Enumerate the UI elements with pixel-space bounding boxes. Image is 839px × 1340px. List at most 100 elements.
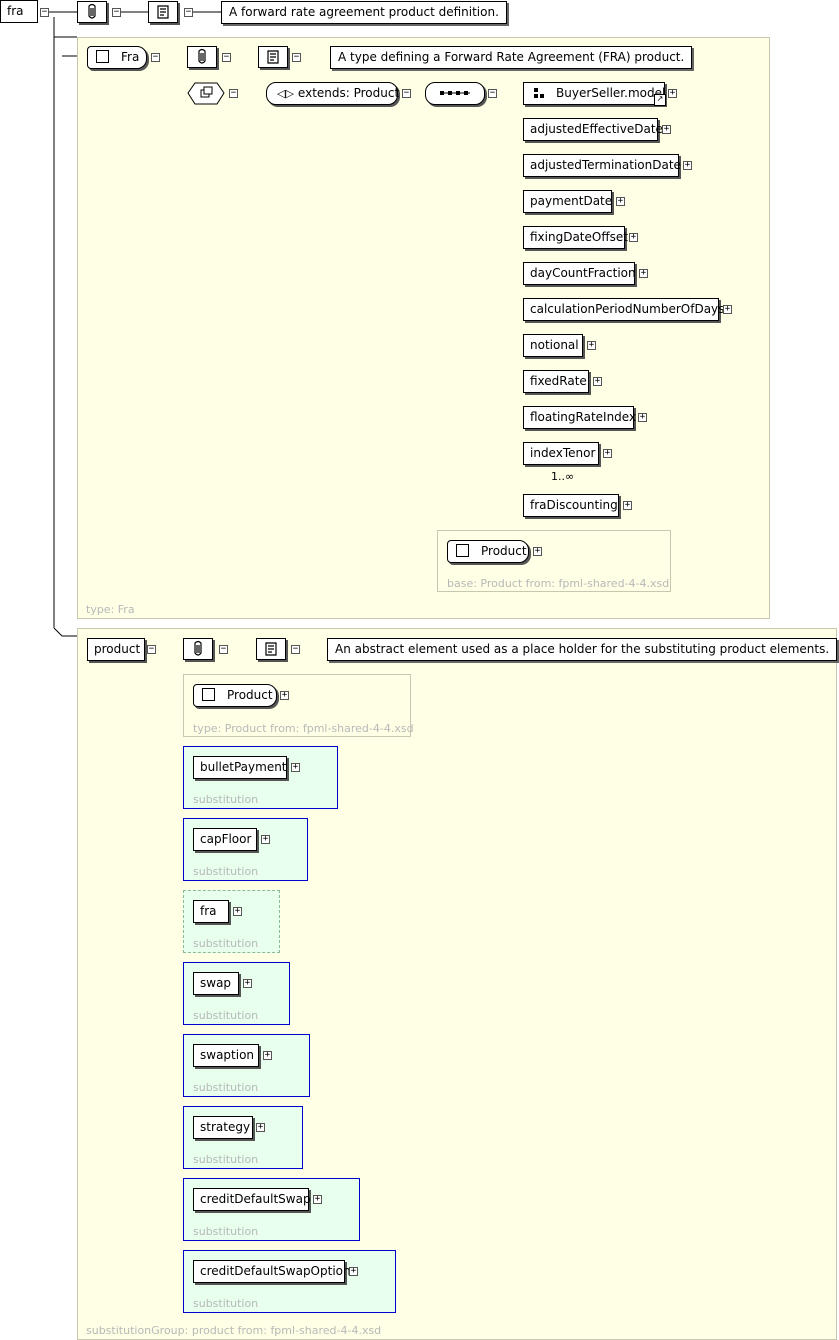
- sequence-icon: [440, 91, 470, 95]
- expand-toggle[interactable]: +: [603, 448, 612, 458]
- expand-toggle[interactable]: +: [683, 160, 692, 170]
- expand-toggle[interactable]: +: [616, 196, 625, 206]
- element-label: fra: [200, 904, 217, 918]
- expand-toggle[interactable]: +: [593, 376, 602, 386]
- collapse-toggle[interactable]: −: [222, 52, 231, 62]
- substitution-label: substitution: [193, 1153, 259, 1166]
- collapse-toggle[interactable]: −: [291, 644, 300, 654]
- documentation-icon[interactable]: [258, 46, 288, 68]
- collapse-toggle[interactable]: −: [147, 644, 156, 654]
- collapse-toggle[interactable]: −: [402, 88, 411, 98]
- complex-content-icon[interactable]: [187, 82, 225, 105]
- element-label: capFloor: [200, 832, 252, 846]
- element-label: paymentDate: [530, 194, 613, 208]
- extension-label: extends: Product: [297, 86, 400, 100]
- expand-toggle[interactable]: +: [639, 268, 648, 278]
- element-indextenor[interactable]: indexTenor: [523, 442, 599, 465]
- product-documentation: An abstract element used as a place hold…: [327, 638, 838, 661]
- substitution-label: substitution: [193, 1297, 259, 1310]
- element-label: fixedRate: [530, 374, 587, 388]
- expand-toggle[interactable]: +: [723, 304, 732, 314]
- reference-arrow-icon: ↗: [654, 94, 666, 106]
- root-element-fra[interactable]: fra: [0, 0, 38, 23]
- documentation-icon[interactable]: [148, 1, 178, 23]
- complex-type-icon: [96, 50, 109, 63]
- expand-toggle[interactable]: +: [263, 1050, 272, 1060]
- cardinality-label: 1..∞: [551, 470, 575, 483]
- element-label: floatingRateIndex: [530, 410, 637, 424]
- fra-type-documentation: A type defining a Forward Rate Agreement…: [330, 46, 693, 69]
- product-type-footer: type: Product from: fpml-shared-4-4.xsd: [193, 722, 414, 735]
- documentation-icon[interactable]: [256, 638, 286, 660]
- extension-product[interactable]: ◁▷extends: Product: [266, 82, 400, 105]
- expand-toggle[interactable]: +: [291, 762, 300, 772]
- complex-type-product-base[interactable]: Product: [447, 540, 529, 563]
- element-fixedrate[interactable]: fixedRate: [523, 370, 589, 393]
- element-fixingdateoffset[interactable]: fixingDateOffset: [523, 226, 628, 249]
- element-label: notional: [530, 338, 579, 352]
- element-label: swaption: [200, 1048, 255, 1062]
- element-floatingrateindex[interactable]: floatingRateIndex: [523, 406, 637, 429]
- product-footer: substitutionGroup: product from: fpml-sh…: [86, 1324, 382, 1337]
- group-ref-buyerseller-model[interactable]: BuyerSeller.model ↗: [523, 82, 666, 106]
- complex-type-icon: [456, 544, 469, 557]
- element-strategy[interactable]: strategy: [193, 1116, 253, 1139]
- element-creditdefaultswap[interactable]: creditDefaultSwap: [193, 1188, 311, 1211]
- substitution-label: substitution: [193, 937, 259, 950]
- element-bulletpayment[interactable]: bulletPayment: [193, 756, 287, 779]
- complex-type-icon: [202, 688, 215, 701]
- element-capfloor[interactable]: capFloor: [193, 828, 257, 851]
- annotation-icon[interactable]: [187, 46, 217, 68]
- element-paymentdate[interactable]: paymentDate: [523, 190, 612, 213]
- element-fradiscounting[interactable]: fraDiscounting: [523, 494, 619, 517]
- element-creditdefaultswapoption[interactable]: creditDefaultSwapOption: [193, 1260, 351, 1283]
- expand-toggle[interactable]: +: [280, 690, 289, 700]
- element-swap[interactable]: swap: [193, 972, 239, 995]
- expand-toggle[interactable]: +: [233, 906, 242, 916]
- expand-toggle[interactable]: +: [638, 412, 647, 422]
- element-label: BuyerSeller.model: [556, 86, 666, 100]
- element-product[interactable]: product: [87, 638, 145, 661]
- fra-type-documentation-text: A type defining a Forward Rate Agreement…: [338, 50, 685, 64]
- expand-toggle[interactable]: +: [587, 340, 596, 350]
- collapse-toggle[interactable]: −: [112, 7, 121, 17]
- element-notional[interactable]: notional: [523, 334, 583, 357]
- root-documentation-text: A forward rate agreement product definit…: [229, 5, 499, 19]
- collapse-toggle[interactable]: −: [151, 52, 160, 62]
- collapse-toggle[interactable]: −: [488, 88, 497, 98]
- element-daycountfraction[interactable]: dayCountFraction: [523, 262, 636, 285]
- collapse-toggle[interactable]: −: [40, 7, 49, 17]
- expand-toggle[interactable]: +: [623, 500, 632, 510]
- expand-toggle[interactable]: +: [261, 834, 270, 844]
- substitution-label: substitution: [193, 1225, 259, 1238]
- element-calculationperiodnumberofdays[interactable]: calculationPeriodNumberOfDays: [523, 298, 724, 321]
- element-adjustedeffectivedate[interactable]: adjustedEffectiveDate: [523, 118, 663, 141]
- element-label: strategy: [200, 1120, 251, 1134]
- element-fra[interactable]: fra: [193, 900, 229, 923]
- element-adjustedterminationdate[interactable]: adjustedTerminationDate: [523, 154, 681, 177]
- sequence-compositor[interactable]: [425, 82, 485, 105]
- collapse-toggle[interactable]: −: [292, 52, 301, 62]
- element-label: bulletPayment: [200, 760, 287, 774]
- annotation-icon[interactable]: [77, 1, 107, 23]
- element-label: dayCountFraction: [530, 266, 636, 280]
- expand-toggle[interactable]: +: [668, 88, 677, 98]
- element-swaption[interactable]: swaption: [193, 1044, 259, 1067]
- collapse-toggle[interactable]: −: [184, 7, 193, 17]
- expand-toggle[interactable]: +: [349, 1266, 358, 1276]
- collapse-toggle[interactable]: −: [229, 88, 238, 98]
- complex-type-fra[interactable]: Fra: [87, 46, 147, 69]
- expand-toggle[interactable]: +: [629, 232, 638, 242]
- collapse-toggle[interactable]: −: [219, 644, 228, 654]
- element-label: adjustedTerminationDate: [530, 158, 681, 172]
- expand-toggle[interactable]: +: [313, 1194, 322, 1204]
- expand-toggle[interactable]: +: [243, 978, 252, 988]
- substitution-label: substitution: [193, 1081, 259, 1094]
- complex-type-product[interactable]: Product: [193, 684, 277, 707]
- expand-toggle[interactable]: +: [662, 124, 671, 134]
- expand-toggle[interactable]: +: [256, 1122, 265, 1132]
- expand-toggle[interactable]: +: [533, 546, 542, 556]
- complex-type-label: Product: [481, 544, 527, 558]
- substitution-label: substitution: [193, 1009, 259, 1022]
- annotation-icon[interactable]: [183, 638, 213, 660]
